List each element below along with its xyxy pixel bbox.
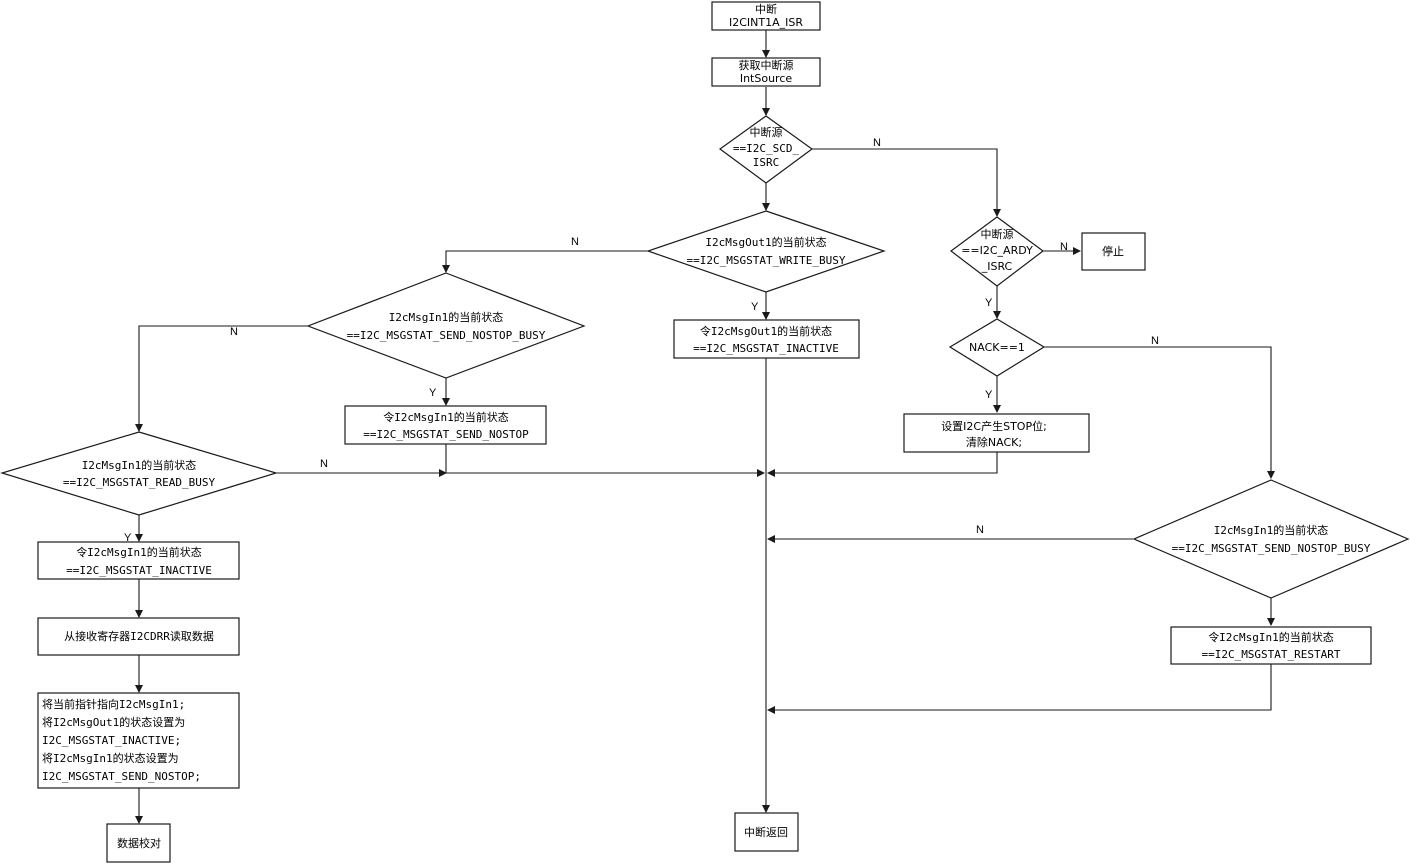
- node-decision-send-nostop-busy-left-line2: ==I2C_MSGSTAT_SEND_NOSTOP_BUSY: [347, 329, 546, 342]
- node-decision-ardy-line3: _ISRC: [981, 260, 1013, 273]
- label-writebusy-yes: Y: [751, 301, 759, 313]
- edge-labels: N N Y N Y N Y N Y N Y N: [124, 137, 1159, 544]
- node-verify-data: 数据校对: [106, 823, 171, 863]
- node-read-data: 从接收寄存器I2CDRR读取数据: [37, 617, 240, 656]
- node-set-in-inactive-line2: ==I2C_MSGSTAT_INACTIVE: [66, 564, 212, 577]
- label-sendnostopright-no: N: [976, 524, 984, 536]
- label-scd-no: N: [873, 137, 881, 149]
- node-decision-send-nostop-busy-left: I2cMsgIn1的当前状态 ==I2C_MSGSTAT_SEND_NOSTOP…: [306, 272, 586, 379]
- label-readbusy-no: N: [320, 458, 328, 470]
- edge-stopbit-to-main: [767, 452, 998, 477]
- label-ardy-no: N: [1060, 241, 1068, 253]
- edges: [135, 30, 1275, 824]
- node-set-stop-bit-line2: 清除NACK;: [966, 435, 1022, 449]
- node-set-in-send-nostop-line1: 令I2cMsgIn1的当前状态: [383, 410, 509, 424]
- label-sendnostopleft-no: N: [230, 326, 238, 338]
- node-set-pointer-line2: 将I2cMsgOut1的状态设置为: [42, 715, 185, 729]
- node-get-source-line1: 获取中断源: [739, 58, 794, 72]
- node-get-source-line2: IntSource: [740, 72, 793, 85]
- node-get-source: 获取中断源 IntSource: [711, 57, 821, 87]
- node-set-out-inactive-line2: ==I2C_MSGSTAT_INACTIVE: [693, 342, 839, 355]
- node-verify-data-line1: 数据校对: [117, 836, 161, 850]
- node-decision-read-busy-line1: I2cMsgIn1的当前状态: [82, 458, 197, 472]
- node-decision-ardy-line2: ==I2C_ARDY: [961, 244, 1033, 257]
- edge-writebusy-no: [442, 250, 648, 273]
- label-ardy-yes: Y: [985, 297, 993, 309]
- node-set-out-inactive-line1: 令I2cMsgOut1的当前状态: [700, 324, 832, 338]
- node-set-in-inactive: 令I2cMsgIn1的当前状态 ==I2C_MSGSTAT_INACTIVE: [37, 541, 240, 580]
- node-stop-line1: 停止: [1102, 244, 1124, 258]
- node-stop: 停止: [1081, 232, 1146, 271]
- node-read-data-line1: 从接收寄存器I2CDRR读取数据: [64, 629, 214, 643]
- edge-scd-no-to-ardy: [812, 148, 1001, 217]
- node-decision-send-nostop-busy-right-line1: I2cMsgIn1的当前状态: [1214, 523, 1329, 537]
- node-set-in-restart-line2: ==I2C_MSGSTAT_RESTART: [1201, 648, 1340, 661]
- label-readbusy-yes: Y: [124, 532, 132, 544]
- node-set-stop-bit-line1: 设置I2C产生STOP位;: [941, 419, 1047, 433]
- edge-nack-no: [1044, 346, 1275, 479]
- node-isr-start-line1: 中断: [755, 2, 777, 16]
- node-decision-scd-line1: 中断源: [750, 125, 783, 139]
- node-decision-read-busy-line2: ==I2C_MSGSTAT_READ_BUSY: [63, 476, 216, 489]
- label-nack-no: N: [1151, 335, 1159, 347]
- node-decision-read-busy: I2cMsgIn1的当前状态 ==I2C_MSGSTAT_READ_BUSY: [0, 431, 279, 516]
- node-set-in-inactive-line1: 令I2cMsgIn1的当前状态: [76, 545, 202, 559]
- node-set-in-send-nostop-line2: ==I2C_MSGSTAT_SEND_NOSTOP: [363, 428, 529, 441]
- node-set-pointer-line1: 将当前指针指向I2cMsgIn1;: [42, 697, 185, 711]
- node-set-pointer-line3: I2C_MSGSTAT_INACTIVE;: [42, 734, 181, 747]
- node-set-in-send-nostop: 令I2cMsgIn1的当前状态 ==I2C_MSGSTAT_SEND_NOSTO…: [344, 405, 547, 445]
- edge-sendnostopleft-no: [135, 325, 308, 432]
- node-set-pointer-line5: I2C_MSGSTAT_SEND_NOSTOP;: [42, 770, 201, 783]
- label-writebusy-no: N: [571, 236, 579, 248]
- label-nack-yes: Y: [985, 389, 993, 401]
- node-isr-start: 中断 I2CINT1A_ISR: [711, 1, 821, 31]
- label-sendnostopleft-yes: Y: [429, 387, 437, 399]
- node-decision-nack-line1: NACK==1: [969, 341, 1025, 354]
- edge-restart-to-main: [767, 664, 1272, 714]
- node-decision-write-busy-line1: I2cMsgOut1的当前状态: [705, 235, 826, 249]
- node-decision-send-nostop-busy-left-line1: I2cMsgIn1的当前状态: [389, 310, 504, 324]
- node-set-in-restart-line1: 令I2cMsgIn1的当前状态: [1208, 630, 1334, 644]
- node-decision-nack: NACK==1: [948, 318, 1046, 377]
- node-decision-scd-line2: ==I2C_SCD_: [733, 142, 800, 155]
- node-decision-send-nostop-busy-right: I2cMsgIn1的当前状态 ==I2C_MSGSTAT_SEND_NOSTOP…: [1132, 479, 1410, 599]
- node-decision-write-busy-line2: ==I2C_MSGSTAT_WRITE_BUSY: [687, 254, 846, 267]
- node-set-pointer-line4: 将I2cMsgIn1的状态设置为: [42, 751, 179, 765]
- node-decision-scd: 中断源 ==I2C_SCD_ ISRC: [718, 115, 814, 184]
- node-decision-ardy-line1: 中断源: [981, 227, 1014, 241]
- node-set-pointer: 将当前指针指向I2cMsgIn1; 将I2cMsgOut1的状态设置为 I2C_…: [37, 692, 240, 789]
- node-decision-scd-line3: ISRC: [753, 156, 780, 169]
- node-decision-write-busy: I2cMsgOut1的当前状态 ==I2C_MSGSTAT_WRITE_BUSY: [646, 210, 886, 293]
- node-set-stop-bit: 设置I2C产生STOP位; 清除NACK;: [903, 413, 1090, 453]
- node-isr-start-line2: I2CINT1A_ISR: [729, 16, 803, 29]
- node-decision-send-nostop-busy-right-line2: ==I2C_MSGSTAT_SEND_NOSTOP_BUSY: [1172, 542, 1371, 555]
- node-decision-ardy: 中断源 ==I2C_ARDY _ISRC: [949, 216, 1045, 287]
- node-set-out-inactive: 令I2cMsgOut1的当前状态 ==I2C_MSGSTAT_INACTIVE: [673, 319, 860, 359]
- node-isr-return-line1: 中断返回: [744, 825, 788, 839]
- node-set-in-restart: 令I2cMsgIn1的当前状态 ==I2C_MSGSTAT_RESTART: [1170, 626, 1372, 665]
- node-isr-return: 中断返回: [734, 812, 799, 852]
